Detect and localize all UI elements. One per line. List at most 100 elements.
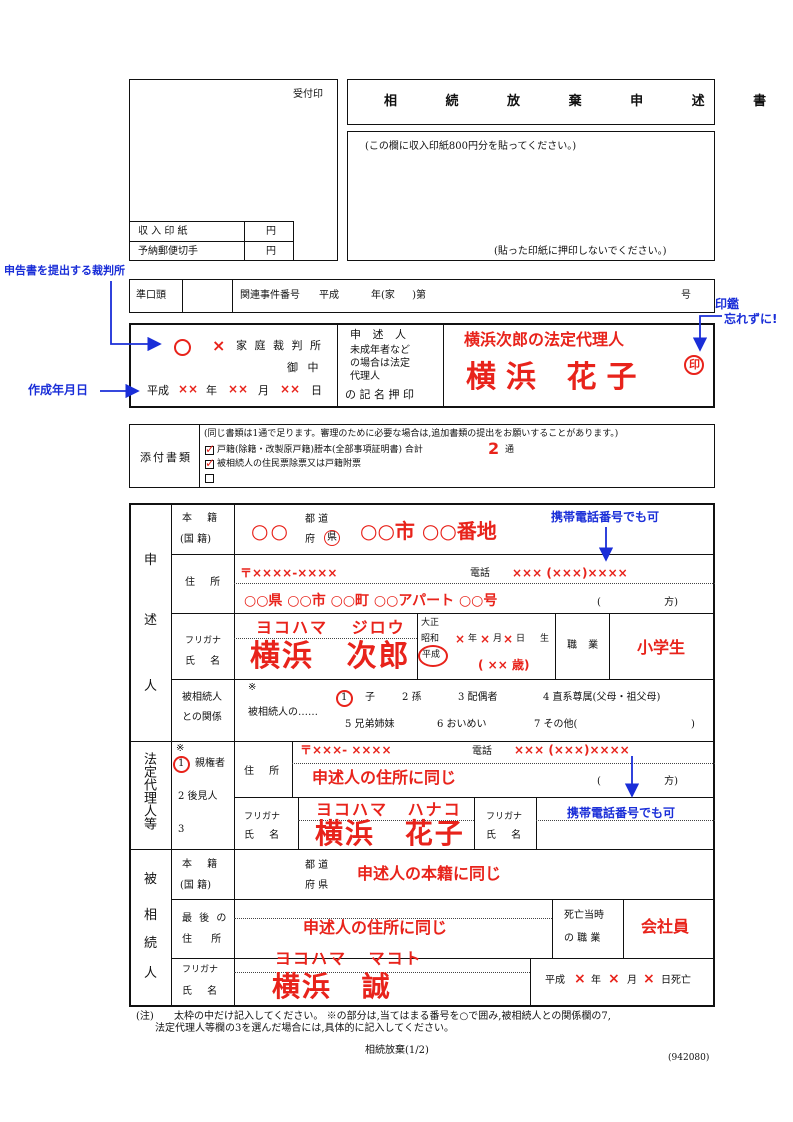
rel-4: 4 直系尊属(父母・祖父母) [543, 692, 661, 703]
related-case-label: 関連事件番号 [240, 290, 300, 301]
relation-circled: 1 [341, 692, 348, 703]
rel-7: 7 その他( [534, 719, 578, 730]
era-showa: 昭和 [421, 634, 440, 644]
rep-address: 申述人の住所に同じ [312, 768, 457, 787]
rep-circled: 1 [178, 758, 185, 769]
dec-last-address-2: 住 所 [182, 934, 230, 945]
dec-name: 横浜 誠 [272, 970, 392, 1003]
death-occupation-2: の 職 業 [564, 933, 601, 944]
sig-label-4: 代理人 [350, 371, 380, 382]
case-year: 年(家 )第 [371, 290, 426, 301]
born-label: 生 [540, 634, 550, 644]
dec-kokuseki-label: (国 籍) [180, 880, 211, 891]
signer-role: 横浜次郎の法定代理人 [464, 330, 625, 349]
note-2: 法定代理人等欄の3を選んだ場合には,具体的に記入してください。 [155, 1023, 454, 1034]
rep-name-label-2: 氏 名 [486, 830, 528, 841]
yen-label-2: 円 [266, 246, 276, 257]
annotation-date: 作成年月日 [28, 383, 89, 397]
rel-3: 3 配偶者 [458, 692, 498, 703]
dec-fuken: 府 県 [305, 880, 329, 891]
app-furigana-label: フリガナ [185, 636, 222, 646]
stamp-area [347, 131, 715, 261]
rep-asterisk: ※ [176, 743, 185, 754]
jun-kuchi-label: 準口頭 [136, 290, 166, 301]
rep-2: 2 後見人 [178, 791, 218, 802]
era-taisho: 大正 [421, 618, 440, 628]
app-honseki-rest: ○○市 ○○番地 [360, 519, 497, 543]
section-applicant-3: 人 [144, 679, 158, 694]
dec-honseki-label: 本 籍 [182, 859, 224, 870]
rep-1: 親権者 [195, 758, 225, 769]
annotation-mobile-2: 携帯電話番号でも可 [567, 806, 676, 820]
section-deceased-1: 被 [144, 872, 158, 887]
seal-mark: 印 [689, 358, 700, 371]
attach-label: 添付書類 [140, 451, 192, 464]
date-heisei: 平成 [147, 384, 169, 397]
revenue-stamp-label: 収 入 印 紙 [138, 226, 188, 237]
death-year-x: × [574, 971, 586, 987]
attach-item-2: 被相続人の住民票除票又は戸籍附票 [217, 459, 362, 469]
dec-furigana: ヨコハマ マコト [275, 949, 423, 968]
sig-label-5: の 記 名 押 印 [345, 388, 414, 401]
birth-day-x: × [503, 632, 514, 646]
death-era: 平成 [545, 975, 565, 986]
date-day-label: 日 [311, 384, 322, 397]
sig-label-3: の場合は法定 [350, 358, 410, 369]
relation-prefix: 被相続人の…… [248, 707, 318, 718]
occupation-label: 職 業 [567, 640, 603, 651]
case-heisei: 平成 [319, 290, 339, 301]
footer-code: (942080) [668, 1053, 710, 1063]
birth-month-label: 月 [493, 634, 503, 644]
note-1: 太枠の中だけ記入してください。 ※の部分は,当てはまる番号を○で囲み,被相続人と… [174, 1011, 611, 1022]
death-month-x: × [608, 971, 620, 987]
sig-label-1: 申 述 人 [350, 328, 410, 341]
death-month-label: 月 [627, 975, 637, 986]
rel-5: 5 兄弟姉妹 [345, 719, 395, 730]
dec-occupation: 会社員 [641, 917, 690, 936]
date-month-x: ×× [228, 382, 249, 396]
birth-month-x: × [480, 632, 491, 646]
honseki-label: 本 籍 [182, 513, 224, 524]
signer-name: 横浜 花子 [466, 360, 647, 395]
address-label: 住 所 [185, 577, 227, 588]
date-year-label: 年 [206, 384, 217, 397]
annotation-court: 申告書を提出する裁判所 [4, 264, 125, 277]
kokuseki-label: (国 籍) [180, 534, 211, 545]
app-honseki-pref: ○○ [251, 519, 290, 543]
birth-year-x: × [455, 632, 466, 646]
app-furigana: ヨコハマ ジロウ [256, 618, 406, 637]
app-name: 横浜 次郎 [250, 639, 411, 674]
footer-page: 相続放棄(1/2) [365, 1045, 429, 1056]
postage-label: 予納郵便切手 [138, 246, 198, 257]
date-day-x: ×× [280, 382, 301, 396]
annotation-seal-1: 印鑑 [715, 297, 740, 311]
relation-label-1: 被相続人 [182, 692, 222, 703]
title-box [347, 79, 715, 125]
death-year-label: 年 [591, 975, 601, 986]
attach-count: 2 [488, 439, 500, 458]
relation-asterisk: ※ [248, 682, 257, 693]
rep-postal: 〒×××- ×××× [300, 743, 392, 757]
yen-label-1: 円 [266, 226, 276, 237]
stamp-note: (貼った印紙に押印しないでください。) [494, 246, 667, 257]
rep-phone-label: 電話 [472, 746, 492, 757]
app-occupation: 小学生 [637, 638, 686, 657]
rep-name: 横浜 花子 [315, 817, 465, 850]
attachments-block [129, 424, 715, 488]
section-deceased-2: 相 [144, 908, 158, 923]
app-address: ○○県 ○○市 ○○町 ○○アパート ○○号 [244, 593, 498, 609]
birth-day-label: 日 [516, 634, 526, 644]
main-table [129, 503, 715, 1007]
era-heisei: 平成 [422, 650, 441, 660]
section-deceased-3: 続 [144, 936, 158, 951]
attach-item-1: 戸籍(除籍・改製原戸籍)謄本(全部事項証明書) 合計 [217, 445, 423, 455]
court-mark-cross: × [212, 336, 226, 355]
ken-circled: 県 [327, 532, 337, 543]
note-label: (注) [136, 1011, 154, 1022]
rep-3: 3 [178, 824, 185, 835]
relation-label-2: との関係 [182, 712, 222, 723]
rep-furigana-label-2: フリガナ [486, 812, 523, 822]
section-applicant-1: 申 [144, 553, 158, 568]
annotation-seal-2: 忘れずに! [724, 312, 778, 326]
birth-year-label: 年 [468, 634, 478, 644]
